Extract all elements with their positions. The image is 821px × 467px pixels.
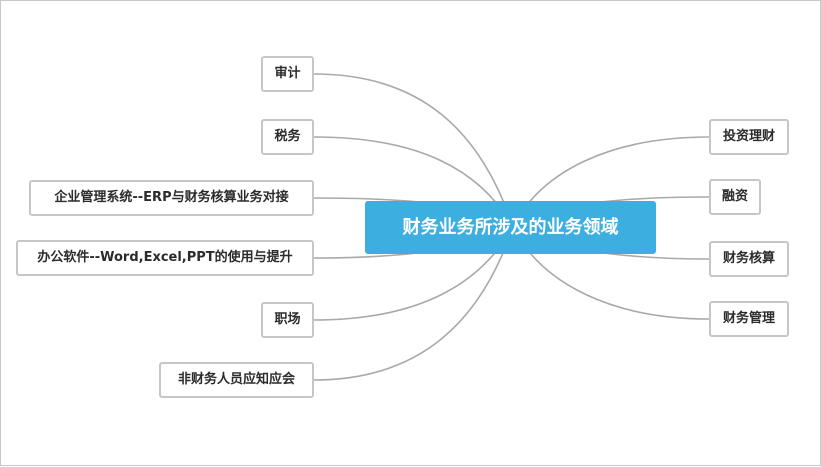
node-financial-management[interactable]: 财务管理 (709, 301, 789, 337)
node-accounting[interactable]: 财务核算 (709, 241, 789, 277)
node-tax[interactable]: 税务 (261, 119, 314, 155)
link-shenji (313, 73, 514, 228)
node-audit[interactable]: 审计 (261, 56, 314, 92)
node-non-finance[interactable]: 非财务人员应知应会 (159, 362, 314, 398)
node-erp-system[interactable]: 企业管理系统--ERP与财务核算业务对接 (29, 180, 314, 216)
node-financing[interactable]: 融资 (709, 179, 761, 215)
link-feicaiwu (313, 226, 514, 381)
node-office-software[interactable]: 办公软件--Word,Excel,PPT的使用与提升 (16, 240, 314, 276)
node-workplace[interactable]: 职场 (261, 302, 314, 338)
node-investment[interactable]: 投资理财 (709, 119, 789, 155)
central-topic[interactable]: 财务业务所涉及的业务领域 (365, 201, 656, 254)
